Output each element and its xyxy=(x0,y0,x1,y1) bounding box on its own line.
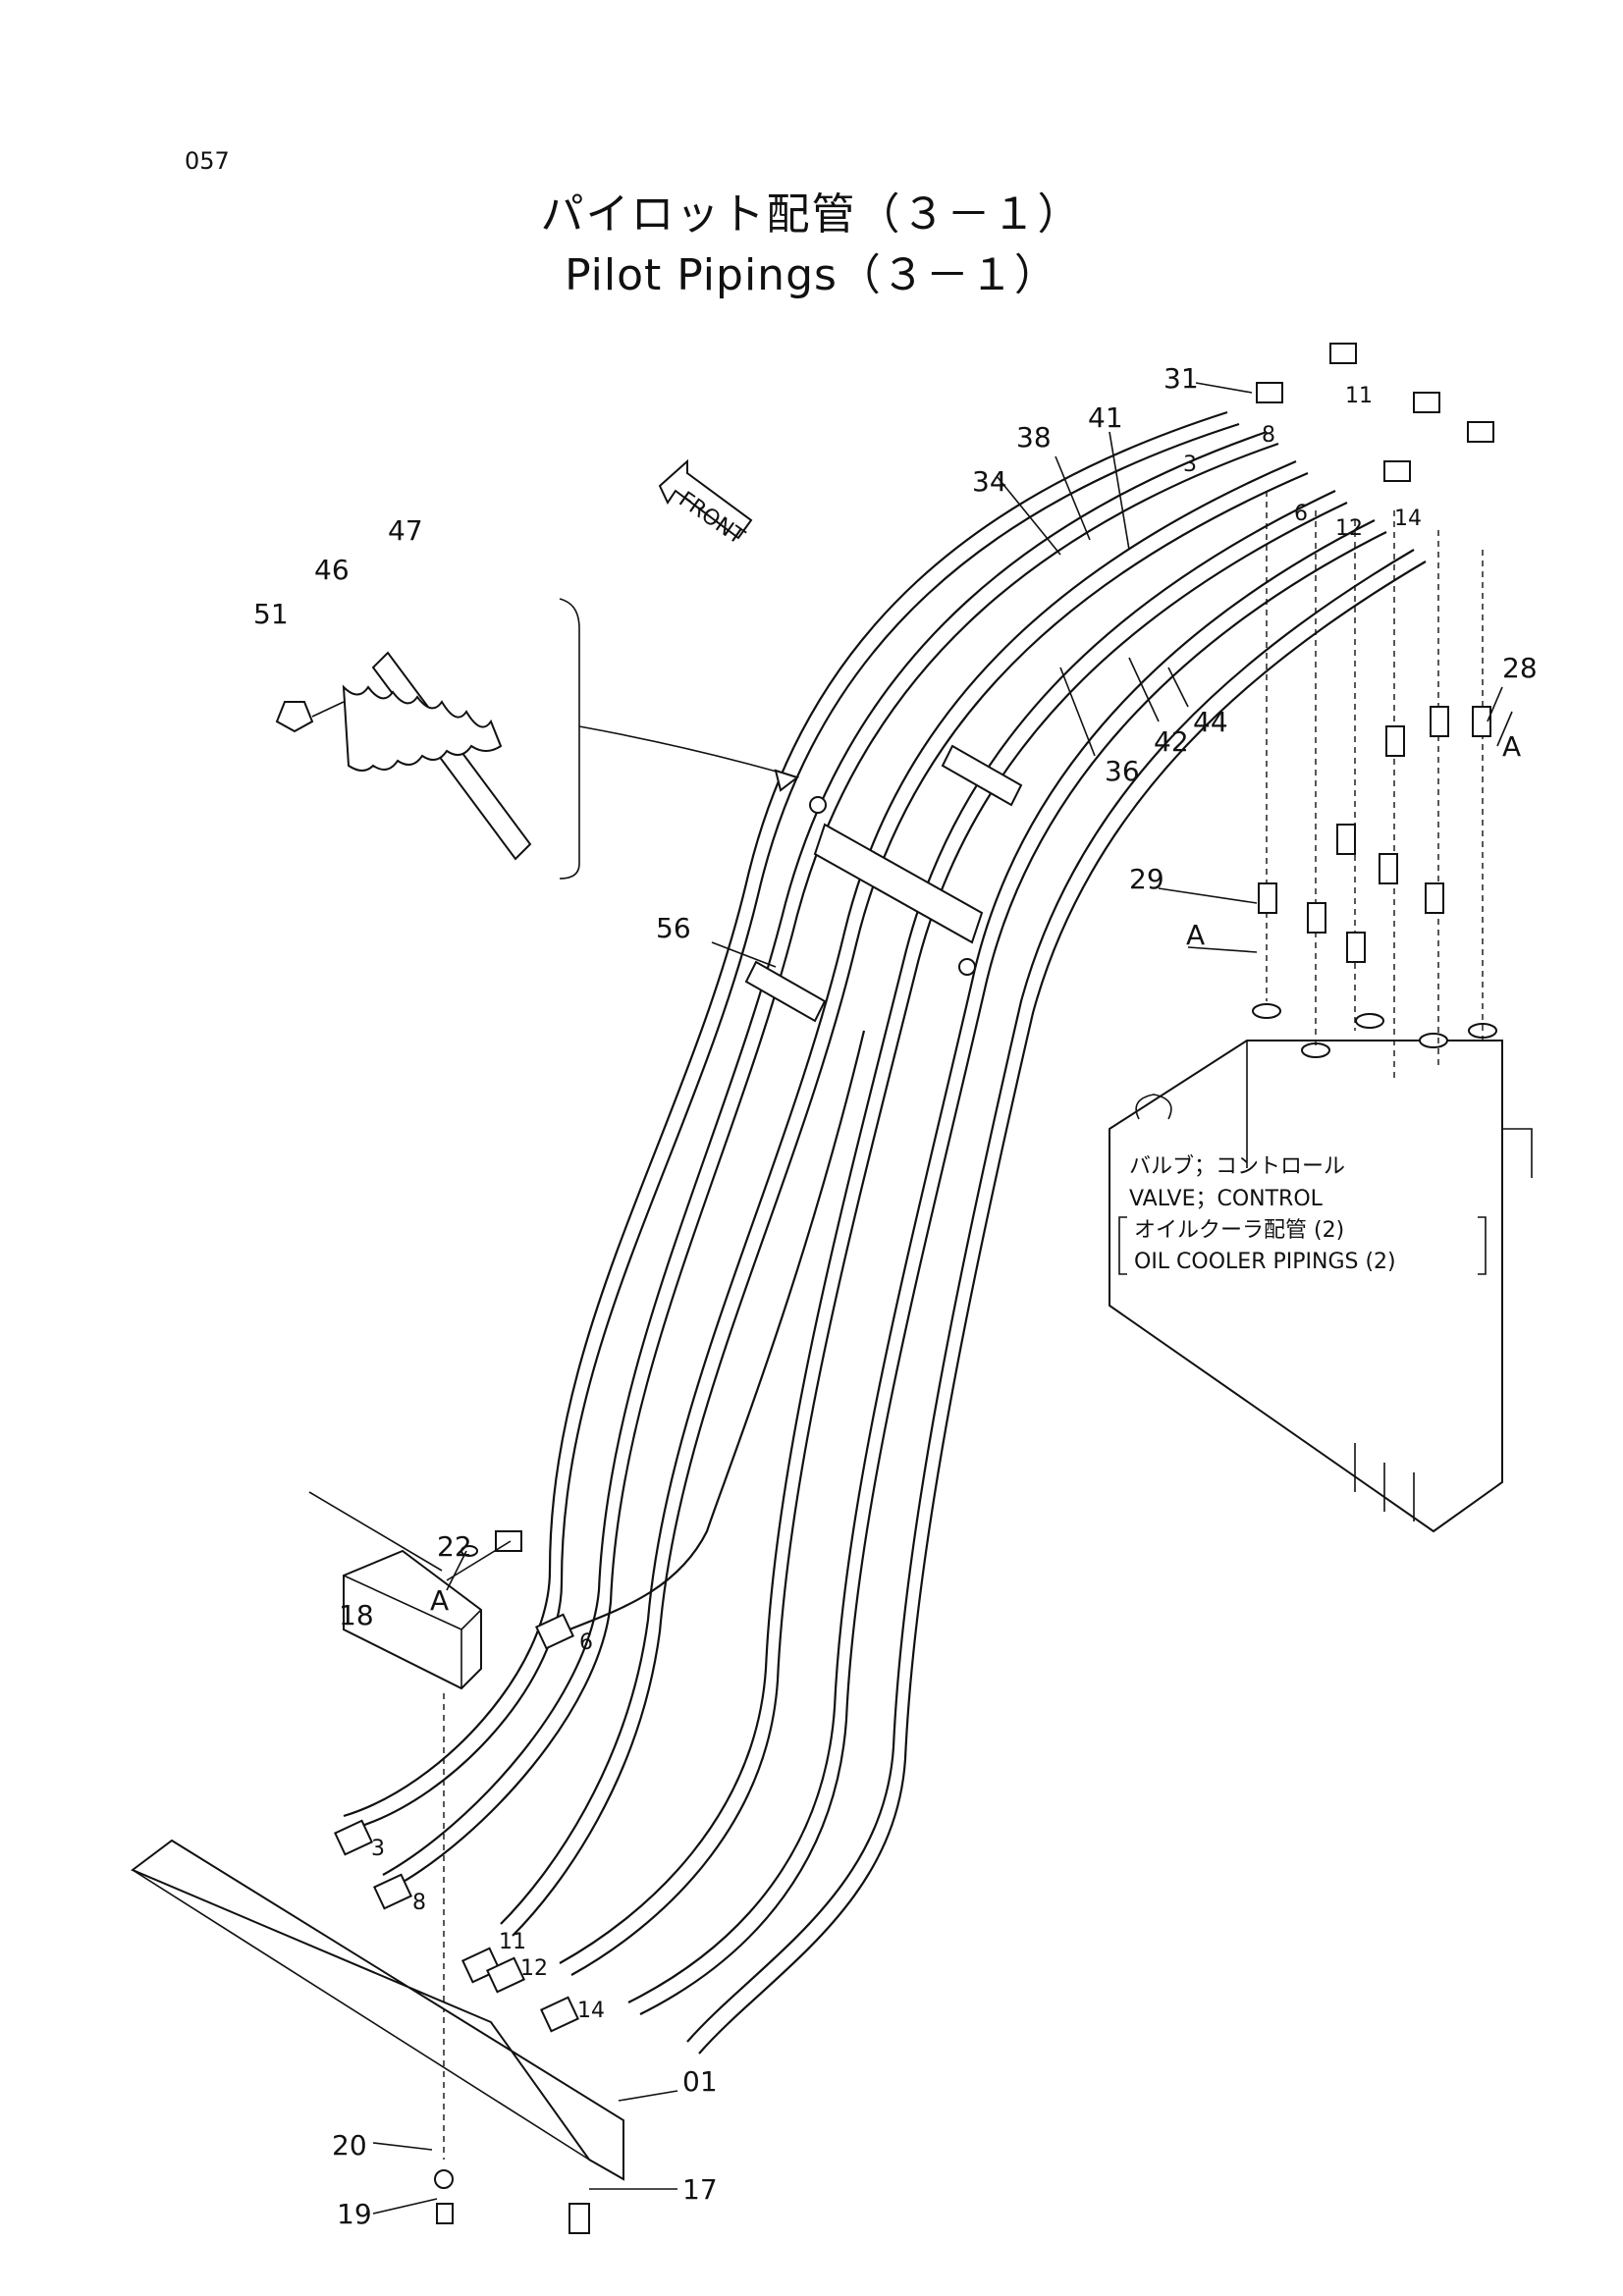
hose-mark-3-bottom: 3 xyxy=(371,1837,385,1861)
label-51: 51 xyxy=(253,598,289,630)
label-38: 38 xyxy=(1016,421,1052,454)
hose-mark-3-top: 3 xyxy=(1183,453,1197,477)
group-marks: A A A xyxy=(430,730,1521,1617)
label-34: 34 xyxy=(972,465,1007,498)
label-36: 36 xyxy=(1105,755,1140,787)
label-56: 56 xyxy=(656,912,691,944)
group-mark-a-manifold: A xyxy=(430,1584,449,1617)
hose-mark-8-bottom: 8 xyxy=(412,1891,426,1915)
label-22: 22 xyxy=(437,1530,472,1563)
part-labels: 31 38 41 34 28 42 44 36 29 47 46 51 56 2… xyxy=(253,362,1538,2230)
front-arrow-icon: FRONT xyxy=(658,458,753,550)
clamp-assembly xyxy=(744,744,1023,1023)
hose-mark-8-top: 8 xyxy=(1262,423,1275,448)
label-31: 31 xyxy=(1163,362,1199,395)
label-28: 28 xyxy=(1502,652,1538,684)
label-47: 47 xyxy=(388,514,423,547)
label-41: 41 xyxy=(1088,401,1123,434)
group-mark-a-valve: A xyxy=(1186,919,1205,951)
page-number: 057 xyxy=(185,147,230,175)
hose-mark-14-bottom: 14 xyxy=(577,1999,605,2023)
hose-mark-11-top: 11 xyxy=(1345,384,1373,408)
hose-mark-6-top: 6 xyxy=(1294,502,1308,526)
group-mark-a-top: A xyxy=(1502,730,1521,763)
fittings xyxy=(1256,343,1494,963)
oil-cooler-note-en: OIL COOLER PIPINGS (2) xyxy=(1134,1250,1396,1274)
label-46: 46 xyxy=(314,554,350,586)
title-japanese: パイロット配管（３－１） xyxy=(540,189,1083,240)
valve-note-jp: バルブ；コントロール xyxy=(1129,1154,1345,1179)
hose-mark-14-top: 14 xyxy=(1394,507,1422,531)
bracket-detail xyxy=(275,598,800,880)
label-29: 29 xyxy=(1129,863,1164,895)
label-19: 19 xyxy=(337,2198,372,2230)
label-17: 17 xyxy=(682,2173,718,2206)
hose-bundle xyxy=(343,410,1427,2055)
leader-lines xyxy=(308,382,1513,2215)
label-18: 18 xyxy=(339,1599,374,1631)
hose-mark-11-bottom: 11 xyxy=(499,1930,526,1954)
hose-end-marks: 6 3 8 11 12 14 3 8 11 6 12 14 xyxy=(371,384,1422,2023)
valve-note: バルブ；コントロール VALVE；CONTROL オイルクーラ配管 (2) OI… xyxy=(1118,1154,1487,1275)
hose-end-nuts xyxy=(334,1613,579,2033)
base-plate xyxy=(131,1839,624,2234)
title-english: Pilot Pipings（３－１） xyxy=(565,250,1058,300)
label-44: 44 xyxy=(1193,706,1228,738)
hose-mark-6-bottom: 6 xyxy=(579,1630,593,1655)
hose-mark-12-bottom: 12 xyxy=(520,1956,548,1981)
hose-mark-12-top: 12 xyxy=(1335,516,1363,541)
label-01: 01 xyxy=(682,2065,718,2098)
label-20: 20 xyxy=(332,2129,367,2162)
label-42: 42 xyxy=(1154,725,1189,758)
oil-cooler-note-jp: オイルクーラ配管 (2) xyxy=(1134,1218,1344,1243)
valve-note-en: VALVE；CONTROL xyxy=(1129,1187,1324,1211)
